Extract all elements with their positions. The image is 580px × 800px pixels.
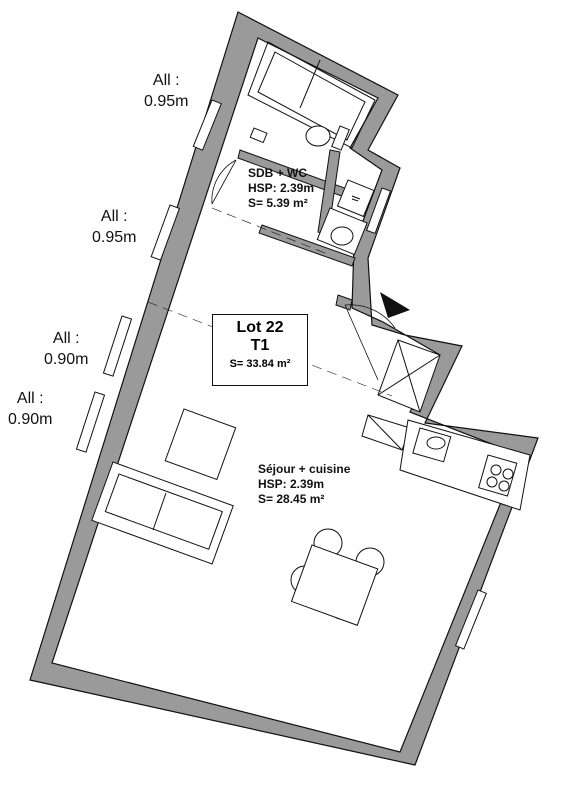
bathroom-partitions <box>237 149 356 311</box>
lot-type: T1 <box>250 337 270 354</box>
entrance-door <box>344 304 396 381</box>
room-label-living: Séjour + cuisine HSP: 2.39m S= 28.45 m² <box>258 462 351 506</box>
washbasin <box>316 207 368 256</box>
shower-tray <box>247 41 376 149</box>
towel-radiator <box>249 127 268 144</box>
window-allowance-1: All : 0.95m <box>144 72 189 110</box>
lot-label-box: Lot 22 T1 S= 33.84 m² <box>212 314 308 386</box>
lot-surface: S= 33.84 m² <box>229 358 291 370</box>
washing-machine <box>336 179 375 218</box>
entry-arrow <box>380 292 410 318</box>
window-left-3 <box>102 315 133 377</box>
window-right-1 <box>454 589 487 650</box>
window-left-2 <box>150 204 181 261</box>
window-left-4 <box>75 391 106 453</box>
dining-set <box>290 528 385 626</box>
toilet <box>305 125 350 151</box>
storage-closet <box>361 339 441 451</box>
exterior-wall <box>29 11 539 766</box>
kitchen-counter <box>399 419 531 511</box>
window-allowance-4: All : 0.90m <box>8 390 53 428</box>
sofa <box>91 461 234 565</box>
rug <box>164 408 237 481</box>
window-allowance-3: All : 0.90m <box>44 330 89 368</box>
window-bath <box>365 187 392 235</box>
bathroom-door <box>211 159 237 205</box>
window-left-1 <box>192 99 222 151</box>
window-allowance-2: All : 0.95m <box>92 208 137 246</box>
lot-title: Lot 22 <box>236 319 284 336</box>
room-label-bathroom: SDB + WC HSP: 2.39m S= 5.39 m² <box>248 166 315 210</box>
